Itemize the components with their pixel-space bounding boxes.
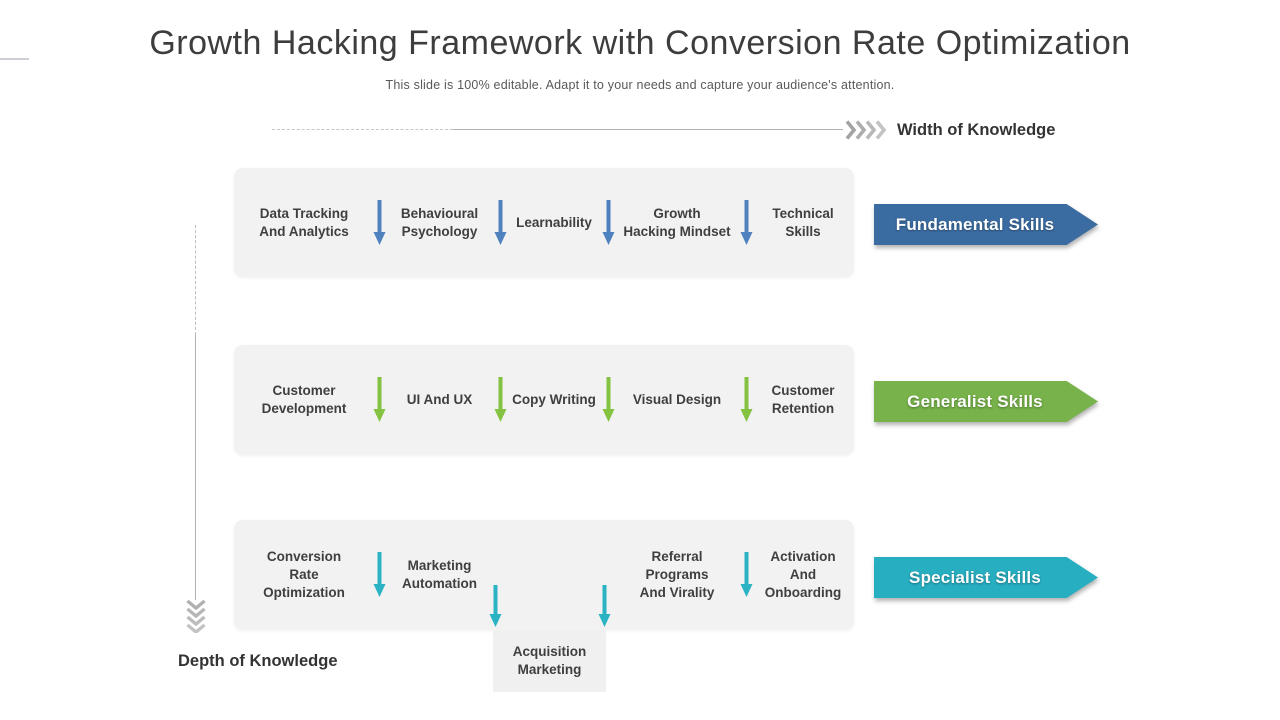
skill-cell: Customer Development — [261, 383, 347, 416]
specialist-skills-box: Conversion Rate Optimization Marketing A… — [234, 520, 854, 630]
fundamental-skills-box: Data Tracking And Analytics Behavioural … — [234, 168, 854, 277]
down-arrow-icon — [489, 585, 502, 632]
right-chevrons-icon — [845, 120, 887, 145]
skill-cell: Growth Hacking Mindset — [623, 205, 731, 239]
skill-cell: Activation And Onboarding — [764, 549, 842, 600]
banner-label: Generalist Skills — [907, 391, 1043, 411]
skill-cell: Customer Retention — [771, 383, 835, 416]
skill-cell: UI And UX — [406, 392, 473, 408]
page-title: Growth Hacking Framework with Conversion… — [149, 24, 1131, 62]
down-chevrons-icon — [186, 599, 206, 638]
acquisition-marketing-box: Acquisition Marketing — [493, 630, 606, 692]
skill-cell: Behavioural Psychology — [400, 205, 479, 239]
down-arrow-icon — [736, 377, 756, 423]
down-arrow-icon — [369, 199, 389, 246]
down-arrow-icon — [490, 199, 510, 246]
banner-label: Specialist Skills — [909, 567, 1041, 587]
skill-cell: Copy Writing — [512, 392, 596, 408]
generalist-skills-box: Customer Development UI And UX Copy Writ… — [234, 345, 854, 455]
down-arrow-icon — [598, 199, 618, 246]
down-arrow-icon — [598, 377, 618, 423]
down-arrow-icon — [369, 552, 389, 598]
page-subtitle: This slide is 100% editable. Adapt it to… — [385, 78, 895, 92]
decorative-line — [0, 58, 29, 60]
down-arrow-icon — [490, 377, 510, 423]
skill-cell: Technical Skills — [772, 205, 834, 239]
skill-cell: Conversion Rate Optimization — [263, 549, 345, 600]
down-arrow-icon — [736, 199, 756, 246]
down-arrow-icon — [736, 552, 756, 598]
skill-cell: Marketing Automation — [402, 558, 477, 591]
width-axis-dashed-line — [272, 129, 453, 130]
depth-axis-label: Depth of Knowledge — [178, 652, 338, 670]
skill-cell: Referral Programs And Virality — [639, 549, 715, 600]
width-axis-solid-line — [453, 129, 843, 130]
skill-cell: Visual Design — [632, 392, 722, 408]
skill-cell: Learnability — [516, 214, 592, 230]
banner-label: Fundamental Skills — [895, 214, 1055, 234]
depth-axis-dashed-line — [195, 225, 196, 335]
depth-axis-solid-line — [195, 335, 196, 600]
skill-cell: Data Tracking And Analytics — [259, 205, 349, 239]
down-arrow-icon — [598, 585, 611, 632]
down-arrow-icon — [369, 377, 389, 423]
width-axis-label: Width of Knowledge — [897, 121, 1056, 139]
